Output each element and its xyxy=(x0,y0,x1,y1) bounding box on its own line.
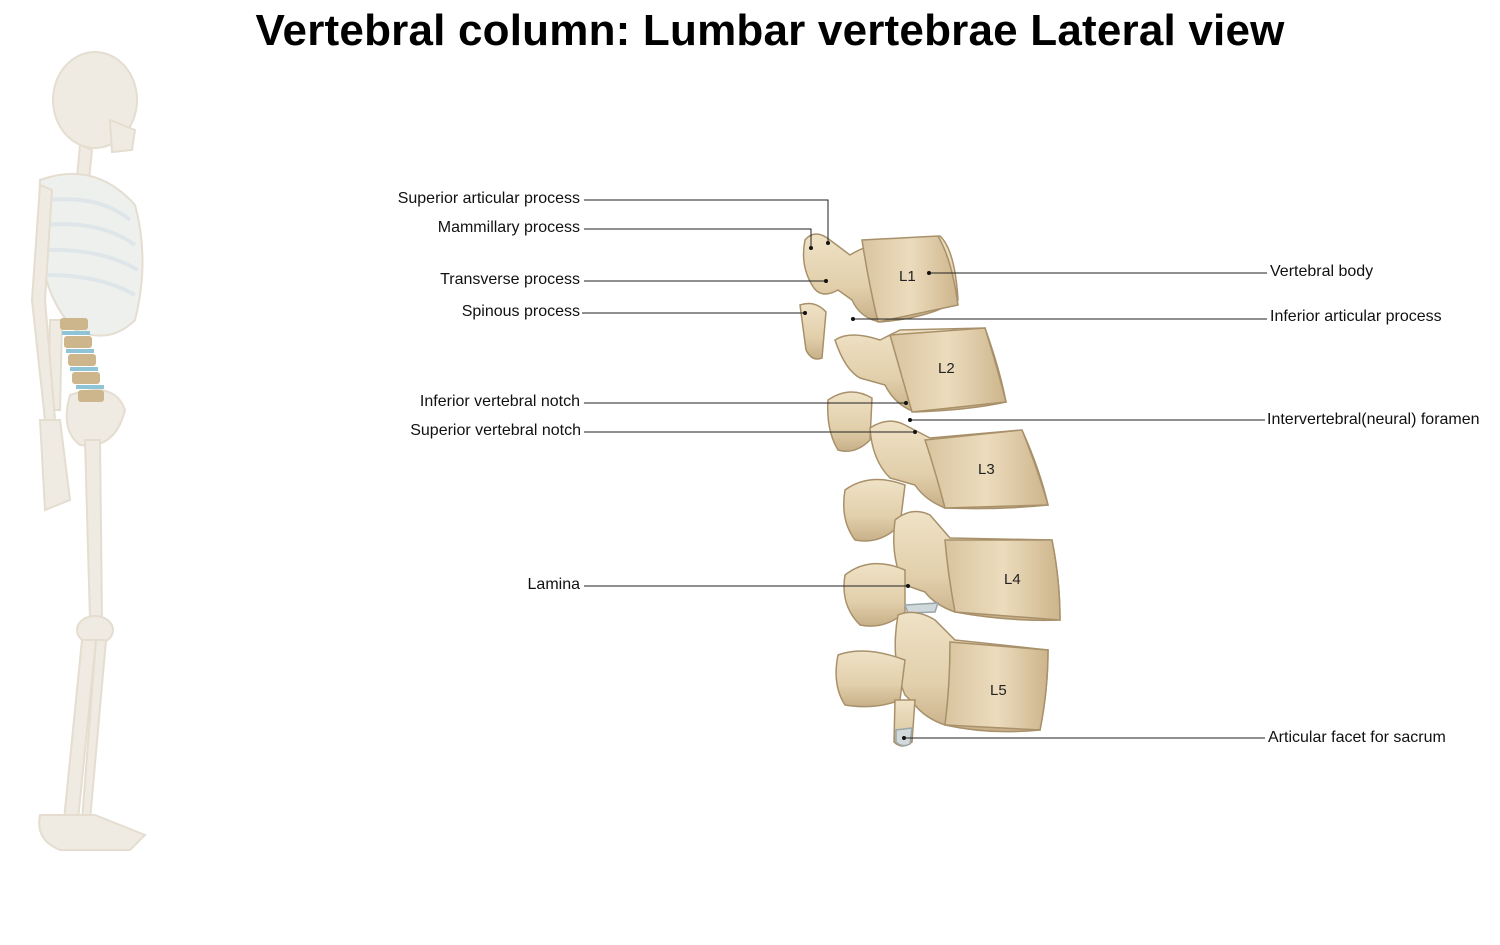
label-inferior-articular-process: Inferior articular process xyxy=(1270,308,1442,326)
lumbar-vertebrae-illustration xyxy=(800,234,1060,746)
label-mammillary-process: Mammillary process xyxy=(438,219,580,237)
label-lamina: Lamina xyxy=(528,576,580,594)
leader-superior-articular-process xyxy=(584,200,828,243)
vertebra-label-l4: L4 xyxy=(1004,571,1021,588)
foot xyxy=(39,815,145,850)
label-vertebral-body: Vertebral body xyxy=(1270,263,1373,281)
skeleton-thumbnail xyxy=(32,52,145,850)
label-articular-facet-sacrum: Articular facet for sacrum xyxy=(1268,729,1446,747)
l5-spinous-process xyxy=(836,651,905,707)
vertebra-label-l3: L3 xyxy=(978,461,995,478)
label-superior-vertebral-notch: Superior vertebral notch xyxy=(410,422,581,440)
vertebra-l5 xyxy=(836,612,1048,746)
label-transverse-process: Transverse process xyxy=(440,271,580,289)
l4-spinous-process xyxy=(844,564,905,627)
femur xyxy=(85,440,102,620)
label-intervertebral-foramen: Intervertebral(neural) foramen xyxy=(1267,411,1480,429)
hand xyxy=(40,420,70,510)
label-inferior-vertebral-notch: Inferior vertebral notch xyxy=(420,393,580,411)
leader-mammillary-process xyxy=(584,229,811,248)
l2-spinous-process xyxy=(828,392,872,451)
vertebra-l3 xyxy=(844,421,1048,541)
vertebra-label-l5: L5 xyxy=(990,682,1007,699)
label-superior-articular-process: Superior articular process xyxy=(398,190,580,208)
vertebra-label-l1: L1 xyxy=(899,268,916,285)
vertebra-label-l2: L2 xyxy=(938,360,955,377)
label-spinous-process: Spinous process xyxy=(462,303,580,321)
